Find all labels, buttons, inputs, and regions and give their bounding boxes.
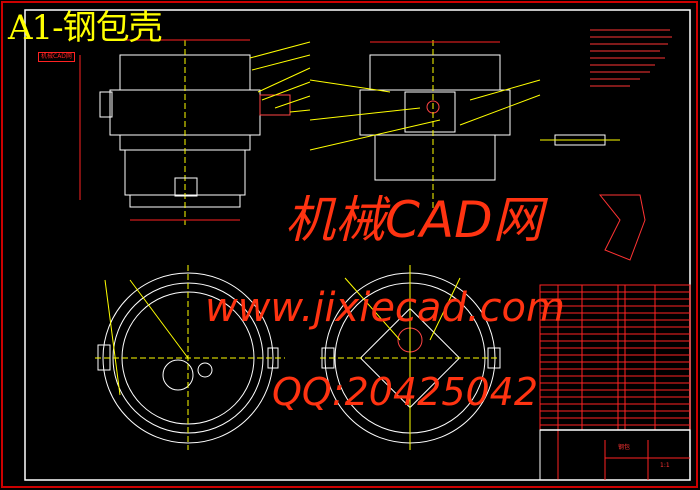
plan-view-right [320, 265, 501, 450]
title-block-scale: 1:1 [660, 462, 670, 469]
watermark-line-1: 机械CAD网 [285, 191, 543, 249]
front-view [79, 39, 311, 225]
parts-list-table [539, 284, 691, 481]
drawing-tag: 机械CAD网 [38, 52, 75, 62]
detail-views [540, 134, 646, 261]
title-block-sheet-label: 钢包 [618, 444, 631, 451]
side-view [309, 40, 541, 210]
drawing-frame [24, 9, 691, 481]
technical-notes [590, 29, 672, 87]
watermark-line-2: www.jixiecad.com [205, 285, 565, 331]
plan-view-left [95, 265, 285, 450]
watermark-line-3: QQ:20425042 [272, 370, 539, 414]
drawing-title: A1-钢包壳 [8, 8, 163, 48]
